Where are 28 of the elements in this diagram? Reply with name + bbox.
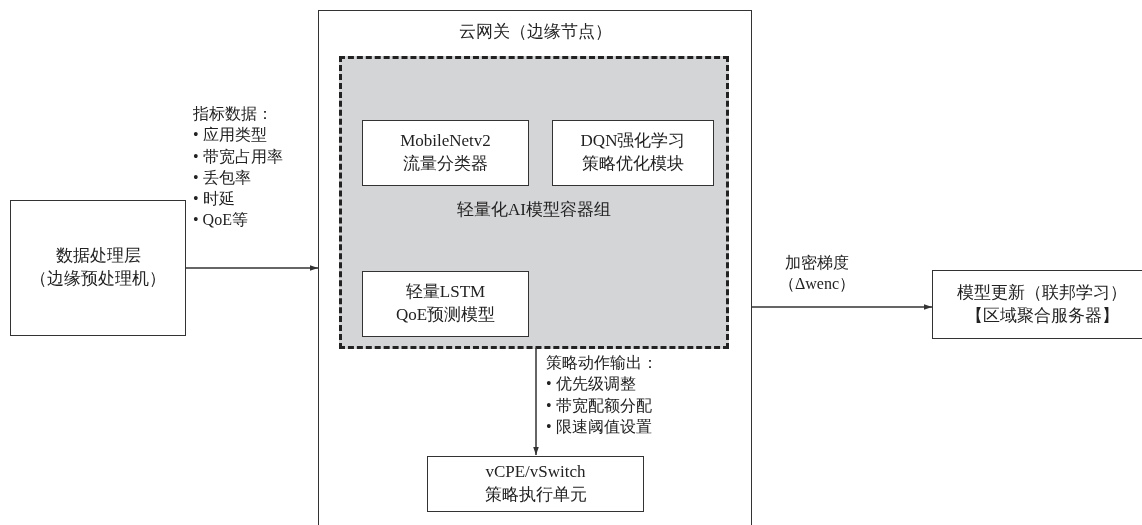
- edge-label: 加密梯度（Δwenc）: [777, 253, 856, 295]
- node-label: QoE预测模型: [395, 304, 496, 326]
- node-label: MobileNetv2: [400, 130, 491, 153]
- node-label: 【区域聚合服务器】: [965, 304, 1119, 327]
- node-label: 模型更新（联邦学习）: [957, 281, 1127, 304]
- arrow: [751, 304, 933, 310]
- arrow: [185, 265, 319, 271]
- node-label: vCPE/vSwitch: [485, 461, 586, 484]
- container-title: 云网关（边缘节点）: [457, 21, 613, 43]
- node-label: 策略执行单元: [484, 484, 587, 506]
- node-label: 轻量LSTM: [405, 281, 486, 304]
- process-box: [427, 456, 644, 512]
- edge-label: 策略动作输出： • 优先级调整 • 带宽配额分配 • 限速阈值设置: [546, 353, 658, 437]
- process-box: [932, 270, 1142, 339]
- model-group-container: [339, 56, 729, 349]
- node-label: 数据处理层: [55, 245, 141, 268]
- node-label: （边缘预处理机）: [30, 268, 166, 290]
- node-label: 流量分类器: [403, 153, 488, 175]
- gateway-container: [318, 10, 752, 525]
- node-label: DQN强化学习: [580, 130, 686, 153]
- arrow: [533, 347, 539, 456]
- process-box: [10, 200, 186, 336]
- container-title: 轻量化AI模型容器组: [456, 199, 612, 221]
- module-box: [552, 120, 714, 186]
- edge-label: 指标数据： • 应用类型 • 带宽占用率 • 丢包率 • 时延 • QoE等: [193, 104, 283, 231]
- module-box: [362, 120, 529, 186]
- node-label: 策略优化模块: [582, 153, 684, 175]
- module-box: [362, 271, 529, 337]
